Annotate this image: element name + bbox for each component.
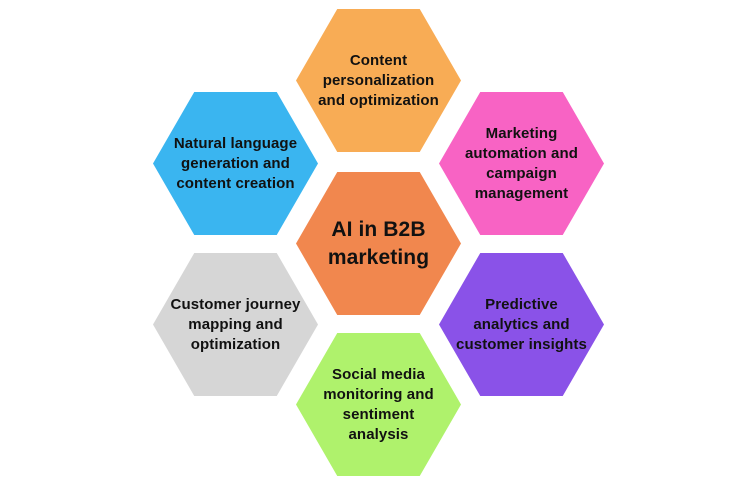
hex-node-label: Content personalization and optimization [318,51,439,109]
hex-node-label: Predictive analytics and customer insigh… [456,295,587,353]
hex-node-customer-journey: Customer journey mapping and optimizatio… [153,253,318,396]
diagram-center-title: AI in B2B marketing [327,217,430,269]
hex-node-natural-language-generation: Natural language generation and content … [153,92,318,235]
hex-node-label: Marketing automation and campaign manage… [464,124,579,202]
hex-node-label: Customer journey mapping and optimizatio… [170,295,301,353]
hex-node-predictive-analytics: Predictive analytics and customer insigh… [439,253,604,396]
hex-node-social-media-monitoring: Social media monitoring and sentiment an… [296,333,461,476]
hex-node-center-title: AI in B2B marketing [296,172,461,315]
hex-node-label: Natural language generation and content … [173,134,298,192]
hex-node-marketing-automation: Marketing automation and campaign manage… [439,92,604,235]
hex-node-content-personalization: Content personalization and optimization [296,9,461,152]
hex-node-label: Social media monitoring and sentiment an… [323,365,434,443]
